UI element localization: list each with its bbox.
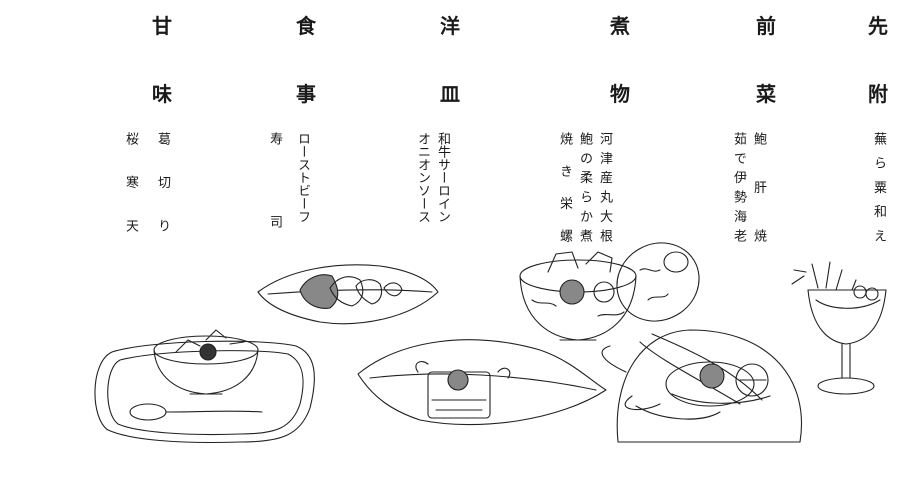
dish-name: 葛 切 り	[155, 132, 170, 232]
course-sakizuke: 先 附	[858, 16, 898, 104]
lidded-bowl-illustration	[519, 242, 700, 341]
dish-name: ローストビーフ	[295, 132, 310, 223]
dish-name: 桜 寒 天	[123, 132, 138, 232]
dish-name: 和牛サーロイン	[435, 132, 450, 223]
course-nimono: 煮 物	[600, 16, 640, 104]
dish-name: 焼 き 栄 螺	[557, 132, 572, 242]
tray-bowl-spoon-illustration	[94, 329, 315, 444]
dish-name: 寿 司	[267, 132, 282, 228]
course-title: 前 菜	[756, 14, 776, 106]
dish-name: 茹で伊勢海老	[731, 132, 746, 242]
semicircle-plate-illustration	[601, 329, 802, 443]
course-shokuji: 食 事	[286, 16, 326, 104]
leaf-plate-sushi-illustration	[257, 264, 439, 325]
dish-name: オニオンソース	[415, 132, 430, 223]
leaf-plate-steak-illustration	[357, 339, 607, 426]
dish-list-zensai: 鮑 肝 焼 茹で伊勢海老	[730, 132, 766, 242]
course-title: 洋 皿	[440, 14, 460, 106]
dish-list-nimono: 河津産丸大根 鮑の柔らか煮 焼 き 栄 螺	[556, 132, 612, 242]
course-yozara: 洋 皿	[430, 16, 470, 104]
course-title: 甘 味	[152, 14, 172, 106]
dish-name: 鮑の柔らか煮	[577, 132, 592, 242]
dish-list-yozara: 和牛サーロイン オニオンソース	[414, 132, 450, 242]
dish-name: 鮑 肝 焼	[751, 132, 766, 242]
dish-list-kanmi: 葛 切 り 桜 寒 天	[122, 132, 170, 232]
dish-name: 蕪ら粟和え	[871, 132, 886, 242]
course-zensai: 前 菜	[746, 16, 786, 104]
dish-list-sakizuke: 蕪ら粟和え	[870, 132, 886, 242]
stemmed-glass-illustration	[791, 261, 887, 395]
dish-list-shokuji: ローストビーフ 寿 司	[266, 132, 310, 242]
dish-name: 河津産丸大根	[597, 132, 612, 242]
course-title: 先 附	[868, 14, 888, 106]
course-title: 食 事	[296, 14, 316, 106]
course-kanmi: 甘 味	[142, 16, 182, 104]
course-title: 煮 物	[610, 14, 630, 106]
